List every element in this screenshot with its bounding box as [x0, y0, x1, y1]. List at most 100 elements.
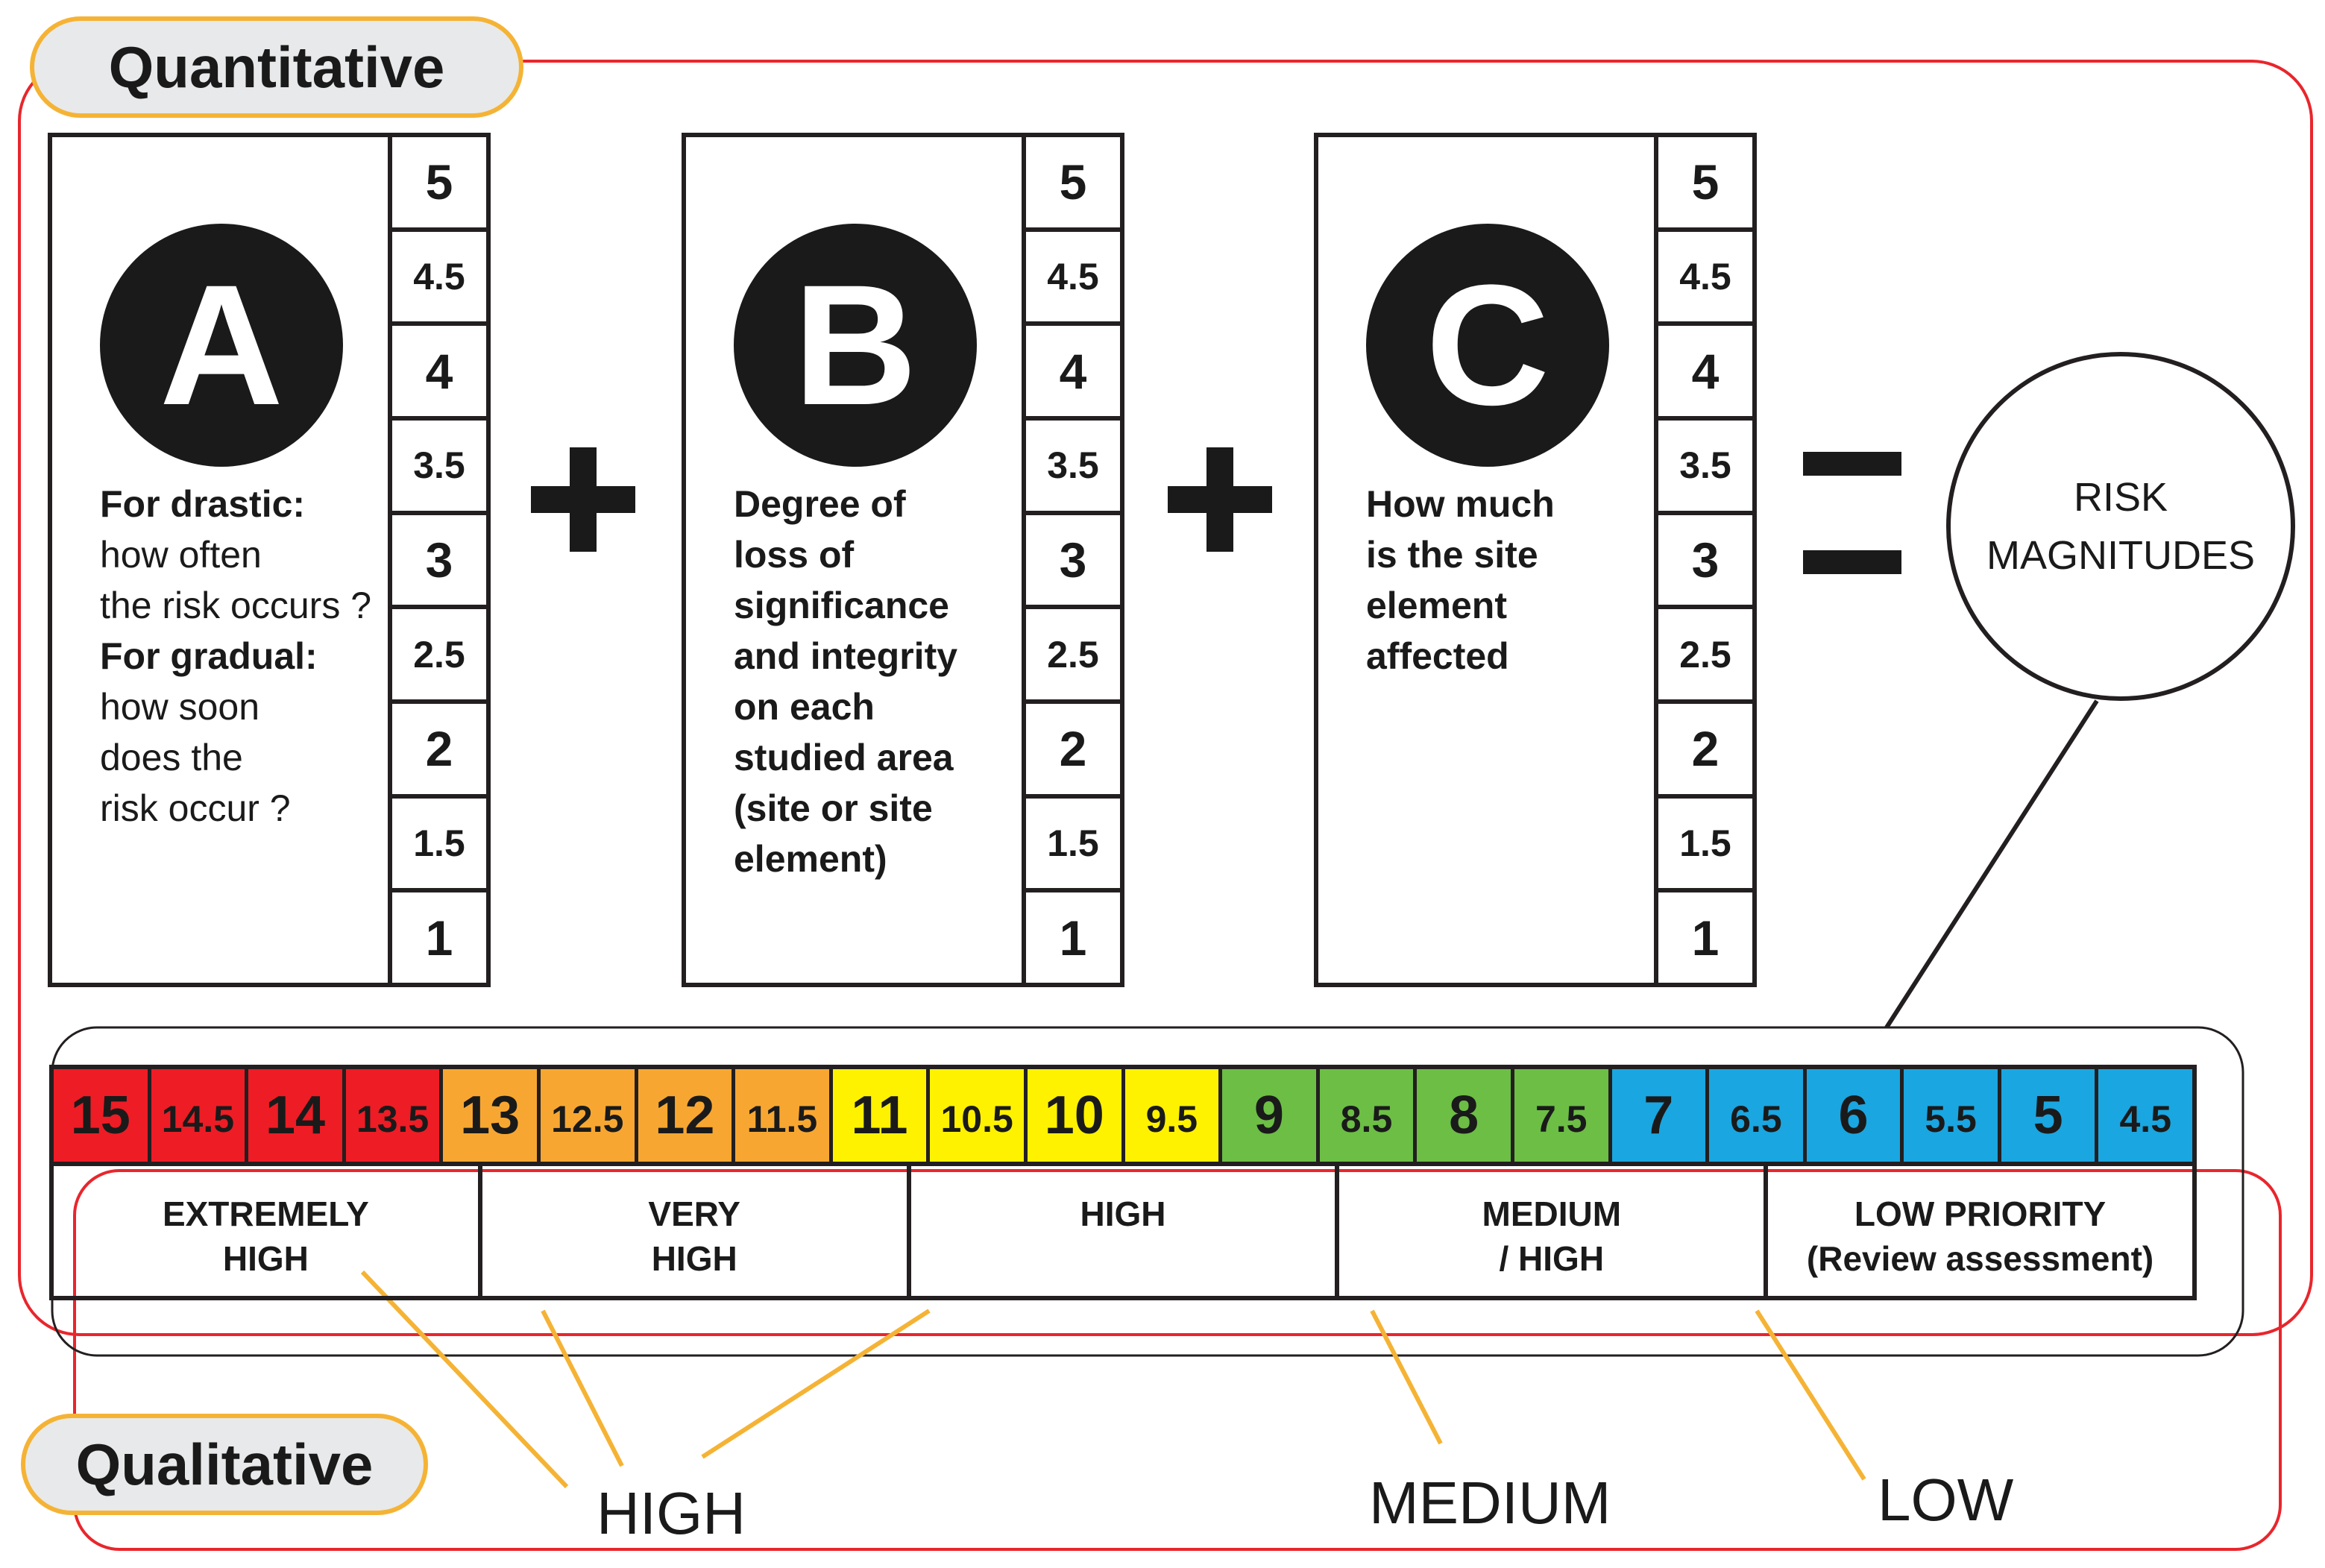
panel-a-line: risk occur ?: [100, 787, 291, 829]
qualitative-low: LOW: [1878, 1467, 2014, 1533]
scale-value: 3.5: [1658, 421, 1752, 515]
magnitude-cell: 5: [2001, 1069, 2099, 1162]
scale-value: 5: [1026, 137, 1120, 232]
magnitude-cell: 9: [1222, 1069, 1320, 1162]
panel-c: C How much is the site element affected …: [1314, 133, 1757, 987]
priority-label-line: (Review assessment): [1806, 1239, 2154, 1278]
priority-label-line: LOW PRIORITY: [1854, 1194, 2107, 1233]
scale-c: 5 4.5 4 3.5 3 2.5 2 1.5 1: [1654, 137, 1752, 983]
scale-value: 1.5: [392, 799, 486, 893]
quantitative-frame: [18, 60, 2313, 1336]
panel-b-line: and integrity: [734, 635, 958, 677]
priority-label-line: / HIGH: [1499, 1239, 1605, 1278]
panel-a-line: the risk occurs ?: [100, 585, 372, 626]
magnitude-cell: 9.5: [1124, 1069, 1223, 1162]
scale-value: 4: [1026, 326, 1120, 421]
scale-value: 1.5: [1026, 799, 1120, 893]
panel-c-line: affected: [1366, 635, 1509, 677]
leader-high-3: [701, 1309, 931, 1459]
priority-label: HIGH: [911, 1162, 1340, 1296]
priority-label-line: HIGH: [222, 1239, 309, 1278]
scale-value: 4.5: [1658, 232, 1752, 327]
panel-b-line: loss of: [734, 534, 855, 576]
panel-a-line: how soon: [100, 686, 260, 728]
panel-a-line: how often: [100, 534, 262, 576]
magnitude-cell: 15: [54, 1069, 151, 1162]
panel-b-line: (site or site: [734, 787, 933, 829]
plus-icon: [531, 447, 635, 552]
risk-magnitudes-line2: MAGNITUDES: [1986, 533, 2256, 578]
qualitative-high: HIGH: [597, 1480, 746, 1546]
equals-top-bar: [1803, 452, 1901, 476]
magnitude-cell: 12: [638, 1069, 736, 1162]
scale-value: 3.5: [392, 421, 486, 515]
magnitude-cell: 13: [443, 1069, 541, 1162]
quantitative-label: Quantitative: [30, 16, 523, 118]
letter-a-icon: A: [100, 224, 343, 467]
priority-label: LOW PRIORITY (Review assessment): [1768, 1162, 2192, 1296]
panel-b-line: on each: [734, 686, 875, 728]
plus-vertical-bar: [570, 447, 597, 552]
qualitative-label: Qualitative: [21, 1414, 428, 1515]
scale-value: 2.5: [1658, 609, 1752, 705]
panel-c-line: How much: [1366, 483, 1555, 525]
letter-c-icon: C: [1366, 224, 1609, 467]
panel-b-line: studied area: [734, 737, 954, 778]
scale-b: 5 4.5 4 3.5 3 2.5 2 1.5 1: [1022, 137, 1120, 983]
priority-label-line: HIGH: [1080, 1194, 1166, 1233]
equals-bottom-bar: [1803, 550, 1901, 574]
magnitude-cell: 8.5: [1319, 1069, 1418, 1162]
panel-c-line: element: [1366, 585, 1507, 626]
priority-label-line: MEDIUM: [1482, 1194, 1622, 1233]
magnitude-cell: 10: [1027, 1069, 1125, 1162]
magnitude-cell: 7: [1611, 1069, 1710, 1162]
panel-b-line: significance: [734, 585, 949, 626]
scale-value: 4.5: [392, 232, 486, 327]
plus-icon: [1168, 447, 1272, 552]
priority-label-line: VERY: [648, 1194, 740, 1233]
leader-high-1: [360, 1270, 569, 1489]
panel-a-text: For drastic: how often the risk occurs ?…: [100, 479, 371, 834]
scale-value: 5: [1658, 137, 1752, 232]
scale-value: 4: [1658, 326, 1752, 421]
scale-value: 2.5: [1026, 609, 1120, 705]
leader-low: [1755, 1309, 1866, 1481]
risk-magnitudes-text: RISK MAGNITUDES: [1986, 468, 2255, 585]
panel-c-line: is the site: [1366, 534, 1538, 576]
letter-b-icon: B: [734, 224, 977, 467]
risk-magnitudes-circle: RISK MAGNITUDES: [1946, 352, 2295, 701]
panel-b-line: Degree of: [734, 483, 906, 525]
scale-value: 4: [392, 326, 486, 421]
qualitative-frame: [73, 1169, 2282, 1551]
risk-magnitudes-line1: RISK: [2073, 475, 2168, 520]
panel-b-text: Degree of loss of significance and integ…: [734, 479, 957, 884]
leader-medium: [1370, 1309, 1443, 1445]
magnitude-cell: 7.5: [1514, 1069, 1612, 1162]
priority-label-line: HIGH: [651, 1239, 737, 1278]
magnitude-cell: 11: [832, 1069, 931, 1162]
panel-c-text: How much is the site element affected: [1366, 479, 1555, 681]
panel-a-line: For drastic:: [100, 483, 306, 525]
scale-value: 3: [1026, 515, 1120, 610]
scale-value: 2: [1658, 704, 1752, 799]
magnitude-cell: 11.5: [735, 1069, 833, 1162]
scale-value: 5: [392, 137, 486, 232]
scale-value: 3: [392, 515, 486, 610]
plus-vertical-bar: [1206, 447, 1233, 552]
scale-value: 1: [1059, 910, 1087, 966]
scale-value: 4.5: [1026, 232, 1120, 327]
magnitude-cell: 8: [1417, 1069, 1514, 1162]
risk-leader-line: [1884, 699, 2099, 1029]
scale-value: 1.5: [1658, 799, 1752, 893]
scale-a: 5 4.5 4 3.5 3 2.5 2 1.5 1: [388, 137, 486, 983]
magnitude-cell: 4.5: [2098, 1069, 2193, 1162]
magnitude-cell: 13.5: [345, 1069, 444, 1162]
scale-value: 1: [425, 910, 453, 966]
scale-value: 2: [392, 704, 486, 799]
magnitude-cell: 14.5: [151, 1069, 249, 1162]
leader-high-2: [541, 1309, 624, 1467]
magnitude-cell: 14: [248, 1069, 346, 1162]
